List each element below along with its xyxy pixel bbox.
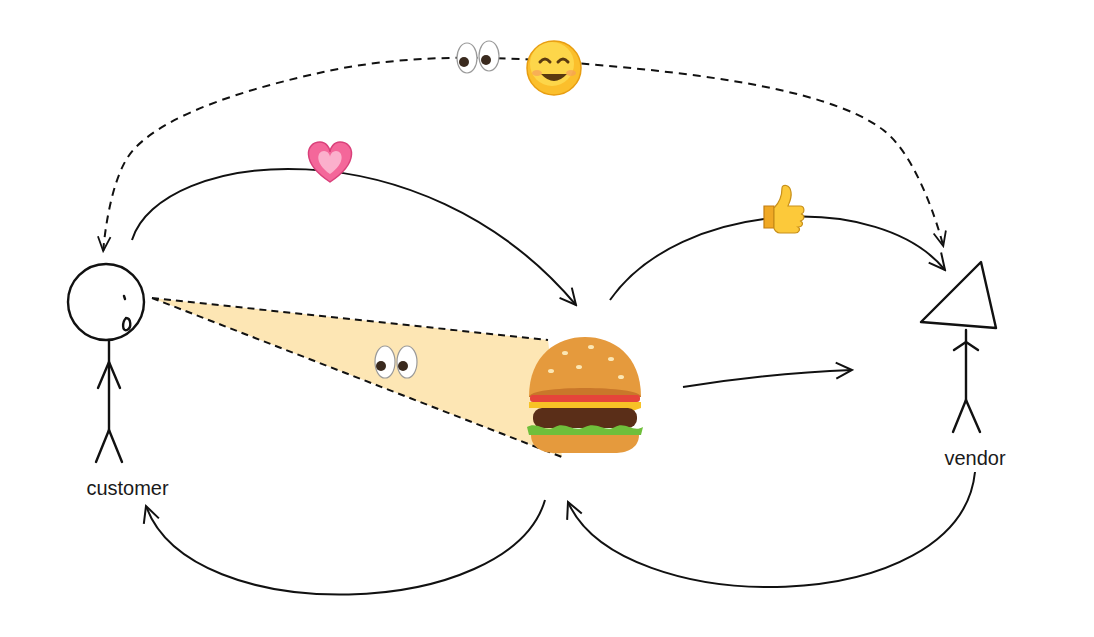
stick-figure: customer <box>56 255 199 500</box>
flow-arrow <box>568 472 975 587</box>
figure-outline <box>906 250 1036 470</box>
burger-icon <box>527 337 643 453</box>
smiley-icon <box>527 41 581 95</box>
flow-arrow <box>683 370 852 387</box>
heart-icon <box>308 142 351 182</box>
actor-label: vendor <box>906 446 1044 470</box>
eyes-icon <box>375 346 417 378</box>
figure-outline <box>56 255 191 500</box>
actor-label: customer <box>56 476 199 500</box>
stick-figure: vendor <box>906 250 1044 470</box>
sight-cone <box>152 298 562 457</box>
flow-arrow <box>146 500 545 595</box>
eyes-icon <box>457 41 499 73</box>
flow-arrow <box>132 169 576 305</box>
dashed-connector <box>103 58 943 251</box>
thumbs-up-icon <box>764 185 804 233</box>
sight-line <box>152 298 562 457</box>
